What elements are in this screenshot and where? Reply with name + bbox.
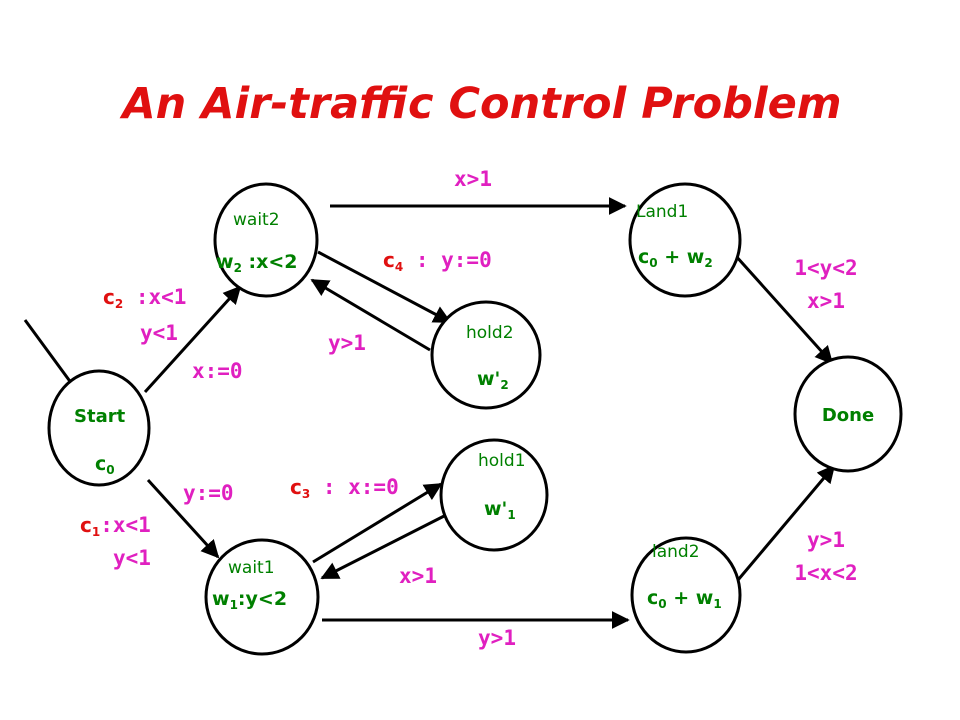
hold1-name: hold1: [478, 451, 526, 471]
label-start-wait2: c2 :x<1: [103, 285, 186, 311]
reset-start-wait1: y:=0: [183, 481, 234, 505]
location-wait2: [213, 182, 319, 298]
wait1-invariant: w1:y<2: [212, 588, 287, 612]
wait2-name: wait2: [233, 210, 280, 230]
page-title: An Air-traffic Control Problem: [119, 79, 841, 129]
guard-land2-done-2: 1<x<2: [794, 561, 857, 585]
location-land2: [630, 536, 742, 654]
edge-wait1-hold1: [312, 482, 443, 564]
guard-hold1-wait1: x>1: [399, 564, 437, 588]
reset-start-wait2: x:=0: [192, 359, 243, 383]
land1-name: Land1: [636, 202, 688, 222]
start-invariant: c0: [95, 453, 115, 477]
wait2-invariant: w2 :x<2: [216, 251, 298, 275]
guard-land1-done-2: x>1: [807, 289, 845, 313]
hold1-invariant: w'1: [484, 498, 516, 522]
land2-name: land2: [652, 542, 700, 562]
guard-land1-done-1: 1<y<2: [794, 256, 857, 280]
label-start-wait1: c1:x<1: [80, 513, 151, 539]
label-wait2-hold2: c4 : y:=0: [383, 248, 492, 274]
location-hold1: [439, 438, 549, 552]
guard-wait1-land2: y>1: [478, 626, 516, 650]
guard-wait2-land1: x>1: [454, 167, 492, 191]
edge-start-wait1: [146, 478, 220, 559]
hold2-name: hold2: [466, 323, 514, 343]
edge-hold2-wait2: [310, 278, 431, 352]
hold2-invariant: w'2: [477, 368, 509, 392]
edge-land2-done: [736, 464, 836, 581]
edge-land1-done: [733, 253, 834, 365]
guard2-start-wait2: y<1: [140, 321, 178, 345]
label-wait1-hold1: c3 : x:=0: [290, 475, 399, 501]
location-start: [47, 369, 151, 487]
done-name: Done: [822, 405, 874, 426]
land2-invariant: c0 + w1: [647, 587, 722, 611]
location-wait1: [204, 538, 320, 656]
guard-land2-done-1: y>1: [807, 528, 845, 552]
land1-invariant: c0 + w2: [638, 246, 713, 270]
start-name: Start: [74, 406, 126, 427]
edge-start-wait2: [143, 285, 242, 394]
location-land1: [628, 182, 742, 298]
guard-hold2-wait2: y>1: [328, 331, 366, 355]
guard2-start-wait1: y<1: [113, 546, 151, 570]
edge-hold1-wait1: [320, 510, 453, 580]
wait1-name: wait1: [228, 558, 275, 578]
edge-wait2-hold2: [317, 250, 452, 324]
location-hold2: [430, 300, 542, 410]
location-done: [793, 355, 903, 473]
